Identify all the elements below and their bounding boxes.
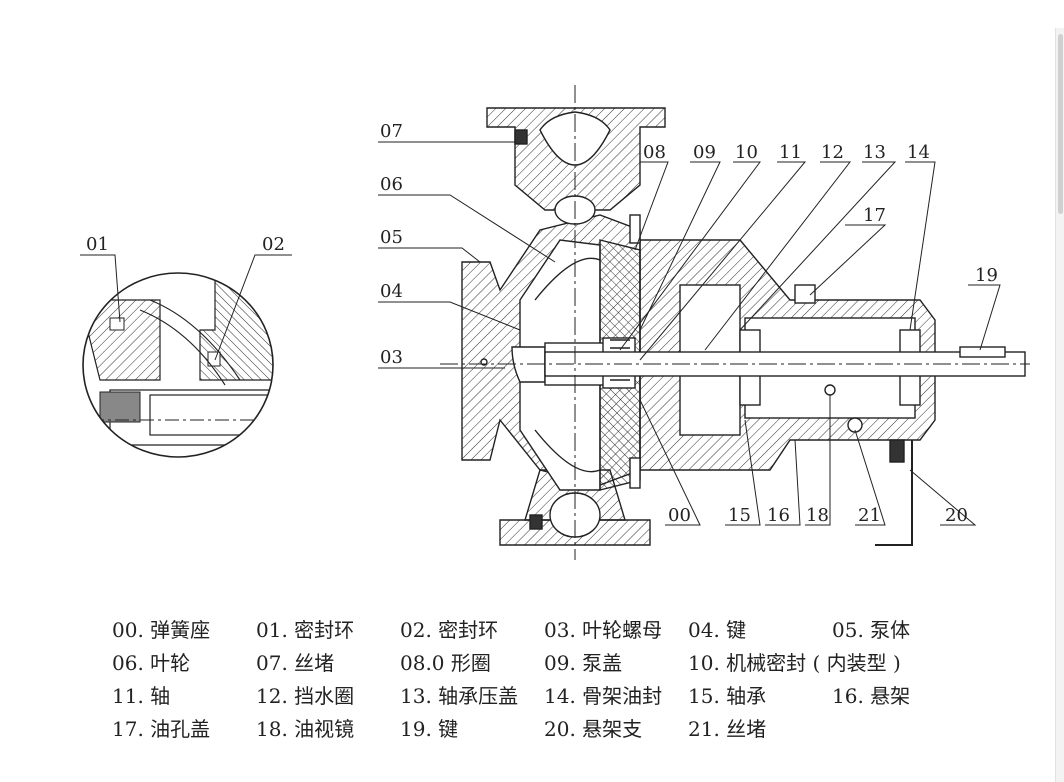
callout-15: 15 bbox=[728, 505, 751, 526]
legend-row: 17. 油孔盖 18. 油视镜 19. 键 20. 悬架支 21. 丝堵 bbox=[112, 711, 1012, 744]
callout-17: 17 bbox=[863, 205, 886, 226]
legend-item: 02. 密封环 bbox=[400, 618, 499, 642]
centerlines bbox=[440, 85, 1030, 560]
legend-item: 09. 泵盖 bbox=[544, 651, 623, 675]
callout-01: 01 bbox=[86, 234, 109, 255]
detail-leaders bbox=[80, 254, 292, 361]
callout-08: 08 bbox=[643, 142, 666, 163]
legend-item: 00. 弹簧座 bbox=[112, 618, 211, 642]
callout-06: 06 bbox=[380, 174, 403, 195]
legend-item: 21. 丝堵 bbox=[688, 717, 767, 741]
callout-19: 19 bbox=[975, 265, 998, 286]
callout-16: 16 bbox=[767, 505, 790, 526]
callout-07: 07 bbox=[380, 121, 403, 142]
legend-item: 16. 悬架 bbox=[832, 684, 911, 708]
legend-item: 07. 丝堵 bbox=[256, 651, 335, 675]
legend-item: 06. 叶轮 bbox=[112, 651, 191, 675]
scrollbar-thumb[interactable] bbox=[1058, 34, 1063, 214]
callout-00: 00 bbox=[668, 505, 691, 526]
legend-item: 03. 叶轮螺母 bbox=[544, 618, 663, 642]
legend-item: 15. 轴承 bbox=[688, 684, 767, 708]
callout-12: 12 bbox=[821, 142, 844, 163]
callout-03: 03 bbox=[380, 347, 403, 368]
legend-item: 12. 挡水圈 bbox=[256, 684, 355, 708]
callout-14: 14 bbox=[907, 142, 930, 163]
legend-item: 10. 机械密封 ( 内装型 ) bbox=[688, 651, 901, 675]
callout-10: 10 bbox=[735, 142, 758, 163]
legend-row: 06. 叶轮 07. 丝堵 08.0 形圈 09. 泵盖 10. 机械密封 ( … bbox=[112, 645, 1012, 678]
legend-item: 17. 油孔盖 bbox=[112, 717, 211, 741]
callout-02: 02 bbox=[262, 234, 285, 255]
callout-18: 18 bbox=[806, 505, 829, 526]
callout-21: 21 bbox=[858, 505, 881, 526]
pump-cross-section-drawing: 07 08 09 10 11 12 13 14 17 06 05 04 03 1… bbox=[80, 85, 1030, 560]
legend-item: 13. 轴承压盖 bbox=[400, 684, 519, 708]
legend-item: 11. 轴 bbox=[112, 684, 171, 708]
legend-item: 14. 骨架油封 bbox=[544, 684, 663, 708]
callout-13: 13 bbox=[863, 142, 886, 163]
legend-item: 20. 悬架支 bbox=[544, 717, 643, 741]
legend-item: 04. 键 bbox=[688, 618, 747, 642]
callout-05: 05 bbox=[380, 227, 403, 248]
callout-20: 20 bbox=[945, 505, 968, 526]
legend-row: 00. 弹簧座 01. 密封环 02. 密封环 03. 叶轮螺母 04. 键 0… bbox=[112, 612, 1012, 645]
callout-leaders bbox=[378, 141, 1001, 526]
seal-ring-detail-view bbox=[82, 272, 274, 458]
legend-item: 19. 键 bbox=[400, 717, 459, 741]
legend-row: 11. 轴 12. 挡水圈 13. 轴承压盖 14. 骨架油封 15. 轴承 1… bbox=[112, 678, 1012, 711]
legend-item: 05. 泵体 bbox=[832, 618, 911, 642]
legend-item: 18. 油视镜 bbox=[256, 717, 355, 741]
callout-11: 11 bbox=[779, 142, 802, 163]
callout-04: 04 bbox=[380, 281, 403, 302]
callout-09: 09 bbox=[693, 142, 716, 163]
legend-item: 08.0 形圈 bbox=[400, 651, 491, 675]
callout-labels: 07 08 09 10 11 12 13 14 17 06 05 04 03 1… bbox=[86, 121, 998, 526]
parts-legend: 00. 弹簧座 01. 密封环 02. 密封环 03. 叶轮螺母 04. 键 0… bbox=[112, 612, 1012, 744]
legend-item: 01. 密封环 bbox=[256, 618, 355, 642]
vertical-scrollbar[interactable] bbox=[1055, 28, 1064, 782]
